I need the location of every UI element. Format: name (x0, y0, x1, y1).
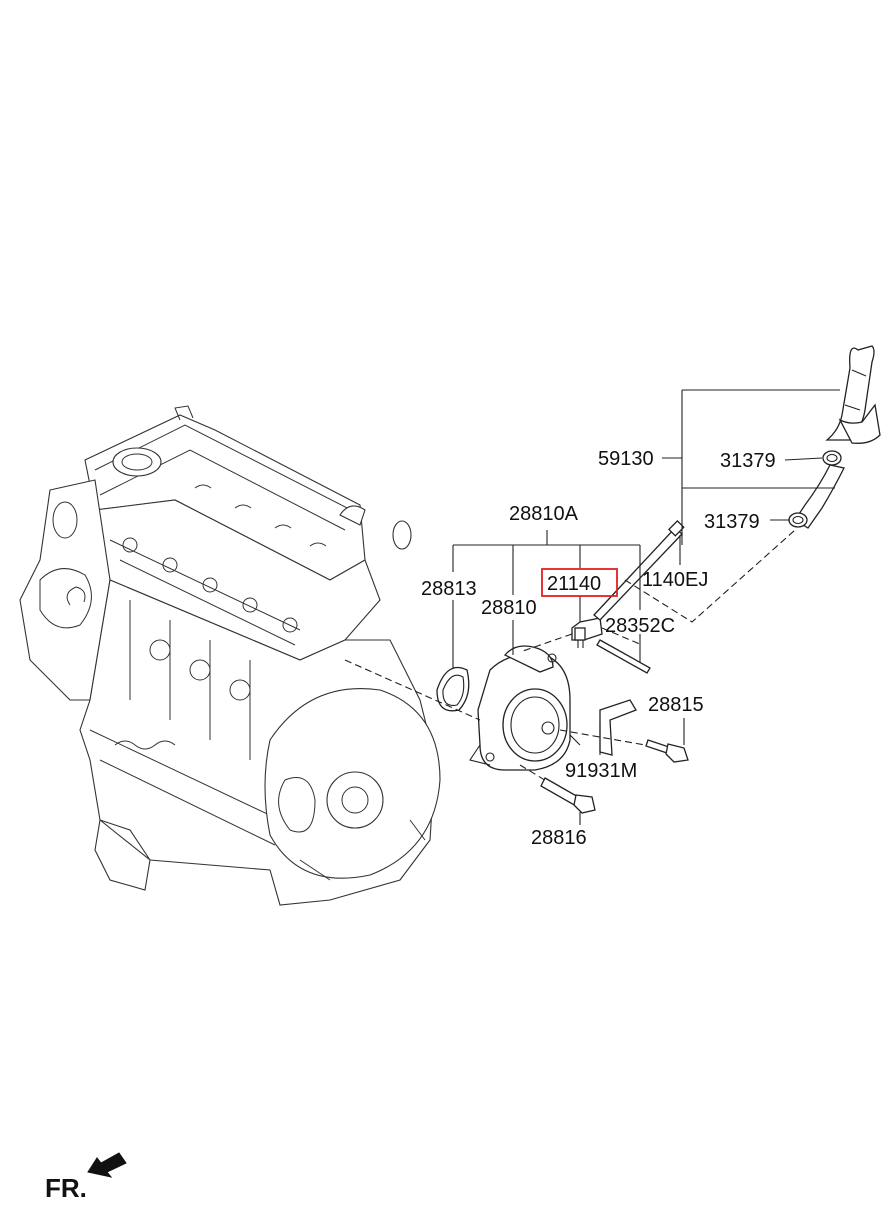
label-31379-lower: 31379 (704, 511, 760, 533)
label-21140: 21140 (547, 573, 601, 595)
label-31379-upper: 31379 (720, 450, 776, 472)
vacuum-hose-59130 (794, 345, 881, 529)
hose-clamp-upper (822, 450, 842, 466)
hose-clamp-lower (788, 512, 808, 528)
bolt-28816 (540, 777, 596, 814)
label-28352C: 28352C (605, 615, 675, 637)
label-59130: 59130 (598, 448, 654, 470)
front-direction-indicator: FR. (45, 1152, 127, 1203)
bolt-1140EJ (593, 520, 685, 621)
o-ring-28813 (436, 666, 470, 712)
label-28813: 28813 (421, 578, 477, 600)
bracket-91931M (599, 699, 637, 756)
bolt-28815 (645, 739, 689, 763)
label-28810A: 28810A (509, 503, 579, 525)
highlight-box-21140 (541, 568, 618, 597)
engine-assembly-illustration (19, 405, 441, 906)
front-arrow-icon (87, 1152, 127, 1178)
label-28816: 28816 (531, 827, 587, 849)
label-1140EJ: 1140EJ (642, 569, 708, 591)
label-28815: 28815 (648, 694, 704, 716)
stud-28352C (596, 639, 651, 674)
leader-lines (344, 389, 840, 825)
vacuum-pump-28810 (469, 645, 581, 771)
label-91931M: 91931M (565, 760, 637, 782)
front-label: FR. (45, 1173, 87, 1203)
label-28810: 28810 (481, 597, 537, 619)
